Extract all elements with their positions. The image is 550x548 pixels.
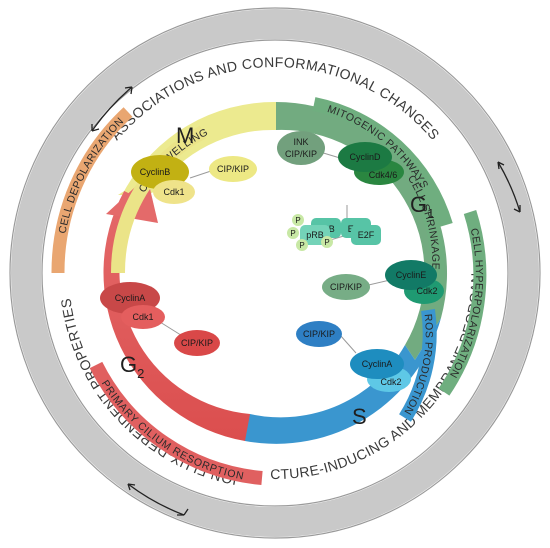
band-cell-shrinkage (411, 186, 445, 291)
cipkip-m-blob (209, 156, 257, 182)
band-cell-hyperpolarization (438, 210, 487, 396)
phospho-p3 (296, 239, 308, 251)
e2f-free-label: E2F (358, 230, 375, 240)
cipkip-g2-blob (174, 330, 220, 356)
cdk46-label: Cdk4/6 (369, 170, 398, 180)
cyclina-s-label: CyclinA (362, 359, 393, 369)
svg-text:P: P (290, 229, 295, 238)
e2f-free-box (351, 225, 381, 245)
phase-label-g1: G1 (410, 192, 434, 221)
cyclind-label: CyclinD (349, 152, 381, 162)
svg-text:P: P (295, 216, 300, 225)
connector-lines (159, 151, 391, 354)
cyclinb-label: CyclinB (140, 167, 171, 177)
cipkip-s-label: CIP/KIP (303, 329, 335, 339)
svg-text:P: P (324, 238, 329, 247)
cyclina-s-blob (350, 349, 404, 379)
cdk1-g2-label: Cdk1 (132, 312, 153, 322)
cipkip-s-blob (296, 321, 342, 347)
cipkip-m-label: CIP/KIP (217, 164, 249, 174)
cyclind-blob (338, 142, 392, 172)
phospho-groups: P P P P (287, 214, 333, 251)
phospho-p1 (292, 214, 304, 226)
outer-ring (11, 9, 539, 537)
phase-label-s: S (352, 404, 367, 429)
band-primary-cilium-resorption (89, 361, 263, 485)
phase-g1-arc (276, 102, 448, 360)
band-mitogenic-pathways (312, 97, 453, 228)
phospho-p2 (287, 227, 299, 239)
prb-phospho-label: pRB (306, 230, 324, 240)
band-cell-depolarization (51, 107, 133, 274)
ink-cipkip-blob (277, 131, 325, 165)
band-ros-production (399, 308, 437, 422)
cdk1-g2-blob (121, 305, 165, 329)
cdk2-s-label: Cdk2 (380, 377, 401, 387)
svg-text:P: P (299, 241, 304, 250)
cycline-blob (385, 260, 437, 290)
cdk2-g1-label: Cdk2 (416, 286, 437, 296)
outer-ring-inner-edge (41, 39, 509, 507)
cdk1-m-label: Cdk1 (163, 187, 184, 197)
cipkip-g1-top-label: CIP/KIP (285, 149, 317, 159)
double-arrow-bottom-left-icon (127, 483, 189, 516)
cdk1-m-blob (153, 180, 195, 204)
cipkip-g2-label: CIP/KIP (181, 338, 213, 348)
double-arrow-top-left-icon (91, 86, 133, 132)
cipkip-g1-blob (322, 274, 370, 300)
band-cell-swelling (110, 125, 207, 274)
ink-label: INK (293, 137, 308, 147)
phospho-p4 (321, 236, 333, 248)
cycline-label: CyclinE (396, 270, 427, 280)
cyclina-g2-label: CyclinA (115, 293, 146, 303)
phase-label-m: M (176, 123, 194, 148)
cipkip-g1-label: CIP/KIP (330, 282, 362, 292)
outer-ring-edge (9, 7, 541, 539)
phase-label-g2: G2 (120, 352, 144, 381)
double-arrow-right-icon (497, 161, 521, 213)
